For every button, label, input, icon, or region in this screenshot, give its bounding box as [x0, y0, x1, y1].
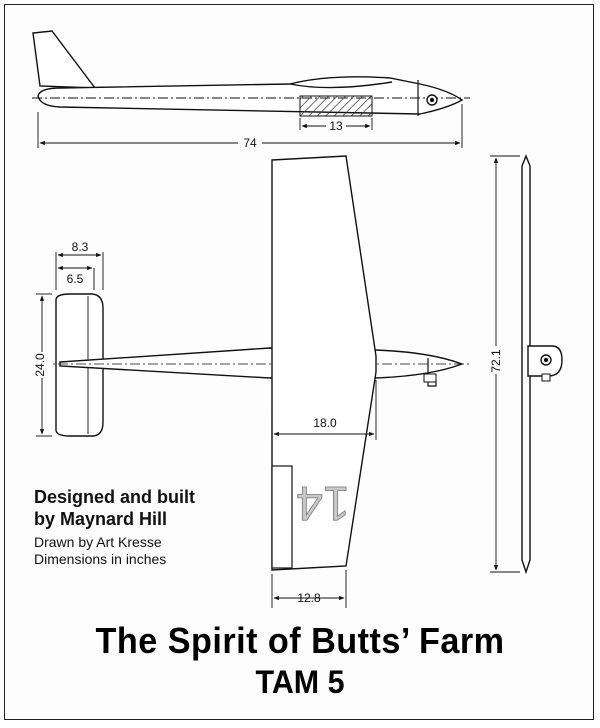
dim-wing-chord-tip: 12.8 — [297, 591, 321, 605]
credits-block: Designed and built by Maynard Hill Drawn… — [34, 486, 274, 568]
vertical-fin — [32, 30, 97, 89]
dim-length-overall: 74 — [243, 136, 257, 150]
page-subtitle: TAM 5 — [255, 664, 345, 700]
wing-planform — [271, 155, 377, 571]
dim-tail-span-inner: 6.5 — [67, 272, 84, 286]
page-title: The Spirit of Butts’ Farm — [95, 620, 505, 661]
dim-hatched-section: 13 — [329, 119, 343, 133]
wing-marking: 14 — [296, 476, 349, 529]
top-view — [36, 155, 470, 608]
units-note: Dimensions in inches — [34, 551, 167, 567]
drawn-by: Drawn by Art Kresse — [34, 534, 162, 550]
dim-stab-span: 24.0 — [33, 353, 47, 377]
designed-by-line1: Designed and built — [34, 487, 196, 507]
dim-wing-chord-root: 18.0 — [313, 416, 337, 430]
dim-tail-span-outer: 8.3 — [72, 240, 89, 254]
dim-wing-span: 72.1 — [489, 349, 503, 373]
wing-flap — [271, 465, 293, 569]
designed-by-line2: by Maynard Hill — [34, 509, 168, 529]
hatched-section — [299, 95, 373, 117]
side-canopy — [289, 81, 393, 89]
side-fuselage — [37, 76, 464, 115]
side-view — [32, 30, 470, 148]
front-wing — [521, 154, 531, 575]
top-fuselage — [59, 347, 464, 379]
